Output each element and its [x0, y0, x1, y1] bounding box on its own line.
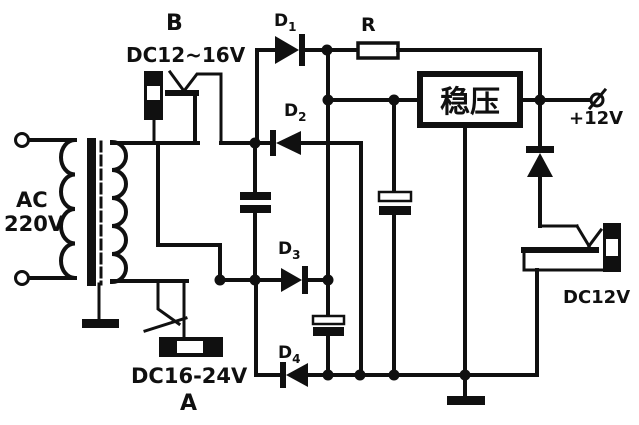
- output-terminal: [587, 87, 608, 111]
- backup-battery-branch: [521, 98, 621, 377]
- output-b-voltage-label: DC12~16V: [126, 43, 246, 67]
- ac-terminal-bottom-icon: [14, 270, 30, 286]
- diode-d4-icon: [286, 363, 308, 387]
- backup-battery-label: DC12V: [563, 287, 630, 308]
- regulator-block: 稳压: [417, 71, 592, 405]
- diode-d1-icon: [275, 36, 299, 64]
- regulator-label: 稳压: [440, 85, 500, 120]
- output-a-voltage-label: DC16-24V: [131, 364, 248, 388]
- plug-b-arrow-icon: [167, 69, 187, 94]
- junction-dots: [214, 44, 546, 381]
- d1-label: D1: [274, 11, 296, 34]
- diode-d2-icon: [276, 131, 301, 155]
- d3-label: D3: [278, 239, 300, 262]
- resistor-label: R: [361, 14, 376, 36]
- capacitor-c1-icon: [240, 192, 271, 200]
- ac-input-terminals: [14, 132, 77, 286]
- capacitor-c1: [240, 141, 271, 282]
- backup-diode-icon: [527, 153, 553, 177]
- capacitor-c2-icon: [311, 314, 346, 326]
- diode-d4: [254, 278, 539, 388]
- output-b-label: B: [166, 11, 183, 36]
- plug-a-arrow-icon: [156, 279, 182, 327]
- transformer-secondary-winding: [109, 139, 128, 285]
- tap-b-assembly: [110, 69, 223, 282]
- ac-terminal-top-icon: [14, 132, 30, 148]
- output-terminal-icon: [589, 92, 605, 108]
- capacitor-c2: [311, 278, 346, 377]
- socket-b-icon: [165, 90, 199, 96]
- d4-label: D4: [278, 343, 300, 366]
- output-voltage-label: +12V: [569, 108, 623, 129]
- d2-label: D2: [284, 101, 306, 124]
- ac-label: AC: [16, 188, 48, 212]
- ground-icon: [447, 396, 485, 405]
- socket-12v-icon: [521, 247, 599, 253]
- resistor-r: [356, 41, 542, 102]
- regulator-box: [417, 71, 523, 128]
- diode-d3-icon: [281, 268, 302, 292]
- ac-voltage-label: 220V: [4, 212, 65, 236]
- capacitor-c3: [377, 98, 413, 377]
- resistor-r-icon: [356, 41, 400, 60]
- transformer: [59, 137, 128, 328]
- capacitor-c3-icon: [377, 190, 413, 203]
- diode-d2: [270, 130, 363, 377]
- transformer-ground-icon: [82, 319, 119, 328]
- transformer-primary-winding: [59, 137, 78, 281]
- output-a-label: A: [180, 391, 197, 416]
- plug-12v-arrow-icon: [574, 223, 592, 249]
- transformer-core: [87, 138, 96, 286]
